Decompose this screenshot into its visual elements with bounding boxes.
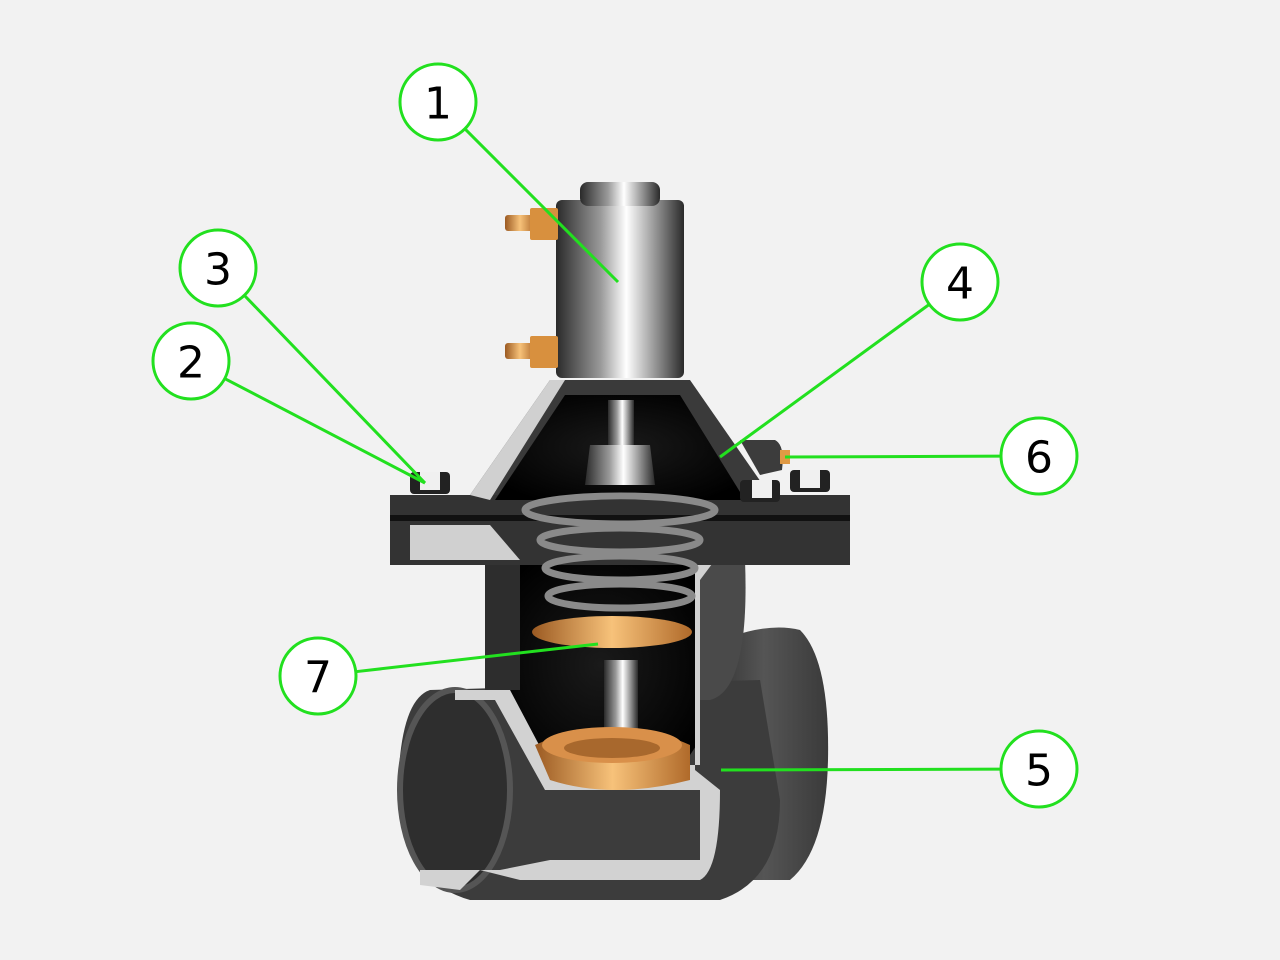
flange-cut <box>410 525 520 560</box>
leader-line <box>243 294 427 485</box>
callout-number: 4 <box>946 259 974 310</box>
callout-circle <box>398 62 478 142</box>
leader-line <box>719 303 931 459</box>
actuator-cylinder <box>556 200 684 378</box>
callout-circle <box>920 242 1000 322</box>
upper-stem <box>608 400 634 450</box>
brass-seat-inner <box>564 738 660 758</box>
callout-circle <box>151 321 231 401</box>
callout-3: 3 <box>178 228 427 485</box>
bonnet-cut-left <box>470 380 565 500</box>
brass-fittings <box>505 208 558 368</box>
leader-line <box>463 127 620 284</box>
callout-number: 6 <box>1025 433 1053 484</box>
callout-circle <box>178 228 258 308</box>
brass-diaphragm <box>532 616 692 648</box>
spring <box>521 492 719 612</box>
inlet-opening <box>397 687 513 893</box>
callout-7: 7 <box>278 636 599 716</box>
callout-5: 5 <box>720 729 1079 809</box>
callout-number: 2 <box>177 338 205 389</box>
leader-line <box>224 377 426 485</box>
cut-face <box>420 530 745 890</box>
callout-6: 6 <box>784 416 1079 496</box>
flange-gasket <box>390 515 850 521</box>
callout-1: 1 <box>398 62 620 284</box>
callout-number: 3 <box>204 245 232 296</box>
callout-number: 7 <box>304 653 332 704</box>
callout-circle <box>278 636 358 716</box>
bonnet-lug <box>740 440 783 475</box>
callout-number: 1 <box>424 79 452 130</box>
callout-4: 4 <box>719 242 1000 459</box>
callout-circle <box>999 729 1079 809</box>
callouts: 1 2 3 4 5 6 7 <box>151 62 1079 809</box>
leader-line <box>784 454 1002 459</box>
stem-plunger <box>585 445 655 485</box>
callout-number: 5 <box>1025 746 1053 797</box>
body-cavity <box>500 560 700 770</box>
callout-circle <box>999 416 1079 496</box>
neck <box>485 560 520 690</box>
actuator-cap <box>580 182 660 206</box>
neck-right <box>700 560 746 700</box>
leader-line <box>720 767 1002 772</box>
leader-line <box>355 642 599 674</box>
valve-body <box>390 182 850 900</box>
callout-2: 2 <box>151 321 426 485</box>
